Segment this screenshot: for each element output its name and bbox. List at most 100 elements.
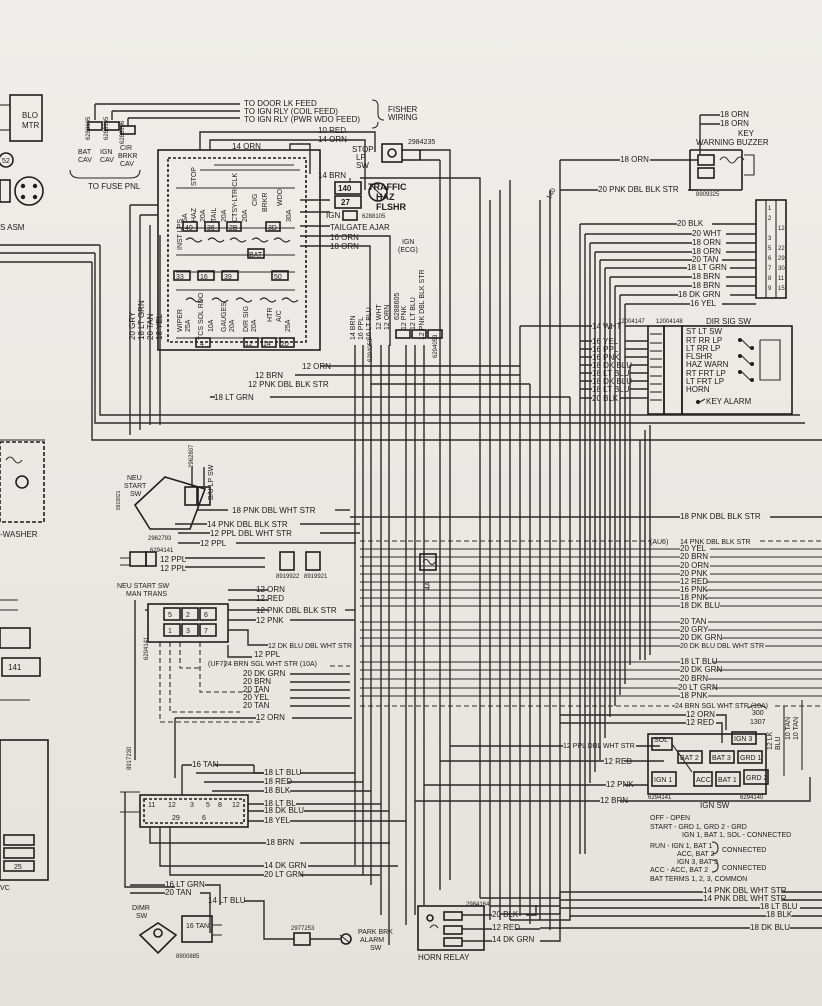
svg-text:16 LT BLU: 16 LT BLU <box>366 307 373 340</box>
svg-text:50: 50 <box>274 274 282 281</box>
svg-text:12 LK: 12 LK <box>767 731 774 750</box>
svg-text:14 BRN: 14 BRN <box>318 171 346 180</box>
svg-text:18 PNK: 18 PNK <box>680 593 708 602</box>
svg-text:SW: SW <box>130 491 142 498</box>
svg-text:LT FRT LP: LT FRT LP <box>686 377 724 386</box>
svg-text:CONNECTED: CONNECTED <box>722 865 766 872</box>
svg-text:18 BRN: 18 BRN <box>692 272 720 281</box>
svg-text:18 LT BLU: 18 LT BLU <box>264 768 302 777</box>
svg-text:20 GRY: 20 GRY <box>128 311 137 340</box>
svg-text:20 TAN: 20 TAN <box>243 701 270 710</box>
svg-text:20 GRY: 20 GRY <box>680 625 709 634</box>
center-connector: 5 2 6 1 3 7 6294141 12 ORN 12 RED 12 PNK… <box>134 585 355 778</box>
svg-text:BAT 3: BAT 3 <box>712 755 731 762</box>
svg-text:14 PNK DBL BLK STR: 14 PNK DBL BLK STR <box>207 520 288 529</box>
svg-text:12 ORN: 12 ORN <box>686 710 715 719</box>
svg-text:20A: 20A <box>251 319 258 332</box>
horn-relay: 2984164 HORN RELAY 20 BLK 12 RED 14 DK G… <box>417 902 561 962</box>
blo-mtr-label-2: MTR <box>22 121 40 130</box>
svg-text:SW: SW <box>136 913 148 920</box>
svg-text:PARK BRK: PARK BRK <box>358 929 393 936</box>
svg-text:14 PNK DBL BLK STR: 14 PNK DBL BLK STR <box>680 539 751 546</box>
svg-text:LT RR LP: LT RR LP <box>686 344 720 353</box>
svg-text:8900885: 8900885 <box>176 954 200 960</box>
svg-text:TAIL: TAIL <box>211 208 218 222</box>
svg-text:(ECG): (ECG) <box>398 247 418 254</box>
fisher-label-2: WIRING <box>388 113 418 122</box>
svg-text:18 LT GRN: 18 LT GRN <box>137 300 146 340</box>
svg-text:START: START <box>124 483 147 490</box>
svg-text:ACC - ACC, BAT 2: ACC - ACC, BAT 2 <box>650 867 708 874</box>
svg-text:12 ORN: 12 ORN <box>384 305 391 330</box>
park-brake-alarm-switch: 2977253 PARK BRK ALARM SW <box>263 926 393 952</box>
svg-text:18 ORN: 18 ORN <box>620 155 649 164</box>
svg-text:CAV: CAV <box>78 157 92 164</box>
orn-14b-label: 14 ORN <box>232 142 261 151</box>
svg-text:STOP: STOP <box>352 145 374 154</box>
svg-text:12 ORN: 12 ORN <box>256 585 285 594</box>
svg-text:IGN 3: IGN 3 <box>734 736 752 743</box>
svg-text:A/C: A/C <box>276 310 283 322</box>
svg-text:6288106: 6288106 <box>120 120 126 144</box>
svg-text:5: 5 <box>168 612 172 619</box>
svg-text:FLSHR: FLSHR <box>376 202 406 212</box>
svg-text:20 LT GRN: 20 LT GRN <box>264 870 304 879</box>
fuse-panel-feed-labels: TO DOOR LK FEED TO IGN RLY (COIL FEED) T… <box>69 99 418 191</box>
svg-text:16 ORN: 16 ORN <box>330 233 359 242</box>
svg-text:4A: 4A <box>425 581 432 590</box>
svg-text:2962793: 2962793 <box>148 536 172 542</box>
key-warning-buzzer: 18 ORN 18 ORN KEY WARNING BUZZER 8909325… <box>546 110 769 201</box>
svg-text:CAV: CAV <box>100 157 114 164</box>
svg-text:18 PNK DBL BLK STR: 18 PNK DBL BLK STR <box>680 512 761 521</box>
svg-text:7: 7 <box>204 628 208 635</box>
svg-text:20 DK GRN: 20 DK GRN <box>680 633 722 642</box>
main-harness <box>91 160 822 945</box>
svg-text:12 PPL: 12 PPL <box>160 555 187 564</box>
svg-text:BAT TERMS 1, 2, 3, COMMON: BAT TERMS 1, 2, 3, COMMON <box>650 876 747 883</box>
svg-text:20 BRN: 20 BRN <box>243 677 271 686</box>
svg-text:12 PNK DBL BLK STR: 12 PNK DBL BLK STR <box>248 380 329 389</box>
ign-rly-coil-label: TO IGN RLY (COIL FEED) <box>244 107 338 116</box>
svg-text:39: 39 <box>224 274 232 281</box>
svg-text:12: 12 <box>778 226 785 232</box>
red-10-label: 10 RED <box>318 126 346 135</box>
svg-text:6294141: 6294141 <box>648 795 672 801</box>
svg-text:40: 40 <box>185 225 193 232</box>
ign-sw-label: IGN SW <box>700 801 730 810</box>
svg-text:WDO: WDO <box>277 188 284 206</box>
svg-text:20 WHT: 20 WHT <box>692 229 721 238</box>
svg-text:24 BRN SGL WHT STR (10A): 24 BRN SGL WHT STR (10A) <box>224 661 317 668</box>
svg-text:300: 300 <box>752 710 764 717</box>
svg-text:25: 25 <box>14 864 22 871</box>
svg-text:RT RR LP: RT RR LP <box>686 336 722 345</box>
asm-label: S ASM <box>0 223 25 232</box>
svg-text:16 LT GRN: 16 LT GRN <box>165 880 205 889</box>
svg-text:14 PNK DBL WHT STR: 14 PNK DBL WHT STR <box>703 886 787 895</box>
svg-text:DIMR: DIMR <box>132 905 150 912</box>
svg-text:12 DK BLU DBL WHT STR: 12 DK BLU DBL WHT STR <box>268 643 352 650</box>
svg-text:RT FRT LP: RT FRT LP <box>686 369 726 378</box>
svg-text:14 WHT: 14 WHT <box>592 322 621 331</box>
svg-text:16 PPL: 16 PPL <box>358 317 365 340</box>
svg-text:14 BRN: 14 BRN <box>350 315 357 340</box>
svg-text:16 PNK: 16 PNK <box>592 353 620 362</box>
svg-text:VC: VC <box>0 885 10 892</box>
svg-text:IGN 3, BAT 3: IGN 3, BAT 3 <box>677 859 718 866</box>
svg-text:36: 36 <box>207 225 215 232</box>
svg-text:33: 33 <box>176 274 184 281</box>
stop-lamp-switch: STOP LP SW 2984235 <box>352 139 451 350</box>
svg-text:12 RED: 12 RED <box>604 757 632 766</box>
svg-text:GAUGES: GAUGES <box>221 302 228 332</box>
direction-signal-switch: DIR SIG SW 12004147 12004148 14 WHT 16 Y… <box>520 317 793 415</box>
horn-relay-label: HORN RELAY <box>418 953 470 962</box>
bottom-right-labels: 14 PNK DBL WHT STR 14 PNK DBL WHT STR 18… <box>480 886 822 932</box>
svg-text:2: 2 <box>768 216 772 222</box>
svg-text:STOP: STOP <box>191 167 198 186</box>
svg-text:18 LT BL: 18 LT BL <box>264 799 296 808</box>
ign-rly-pwr-label: TO IGN RLY (PWR WDO FEED) <box>244 115 360 124</box>
svg-text:18 PNK DBL WHT STR: 18 PNK DBL WHT STR <box>232 506 316 515</box>
to-fuse-pnl-label: TO FUSE PNL <box>88 182 141 191</box>
svg-text:15: 15 <box>778 286 785 292</box>
svg-text:18 BLK: 18 BLK <box>264 786 291 795</box>
